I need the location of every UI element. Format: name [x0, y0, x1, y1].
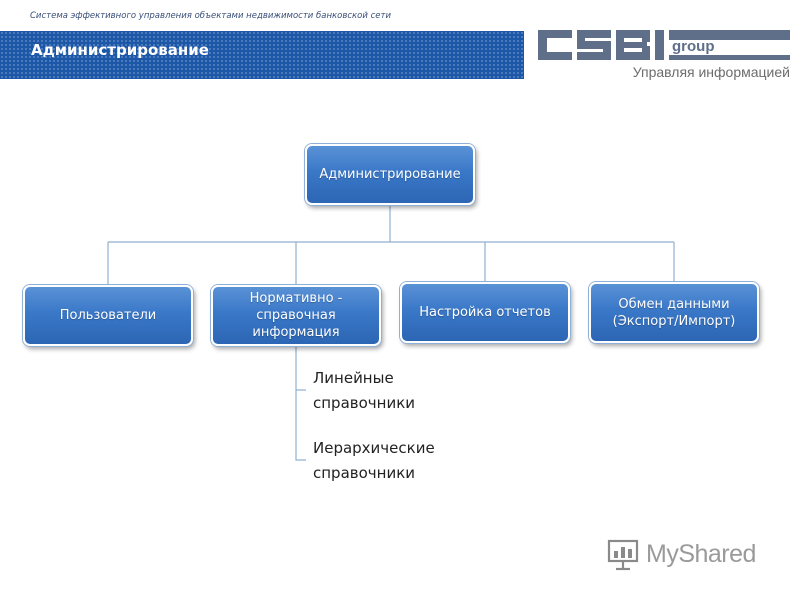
watermark-text: MyShared [646, 539, 756, 568]
logo-suffix: group [672, 38, 715, 55]
node-reference-info: Нормативно - справочная информация [211, 285, 381, 346]
node-report-settings: Настройка отчетов [400, 282, 570, 343]
page-title: Администрирование [31, 41, 209, 59]
header-subtitle: Система эффективного управления объектам… [30, 11, 391, 21]
node-administration: Администрирование [305, 144, 475, 205]
logo-tagline: Управляя информацией [632, 64, 790, 80]
node-users: Пользователи [23, 285, 193, 346]
sublist-item-linear: Линейные справочники [313, 369, 416, 412]
connector-sublist [295, 346, 306, 461]
watermark: MyShared [606, 536, 756, 572]
csbi-logo: group [538, 30, 790, 60]
header-bar [0, 31, 524, 79]
sublist-item-hierarchical: Иерархические справочники [313, 439, 435, 482]
presentation-board-icon [607, 539, 639, 571]
node-data-exchange: Обмен данными (Экспорт/Импорт) [589, 282, 759, 343]
